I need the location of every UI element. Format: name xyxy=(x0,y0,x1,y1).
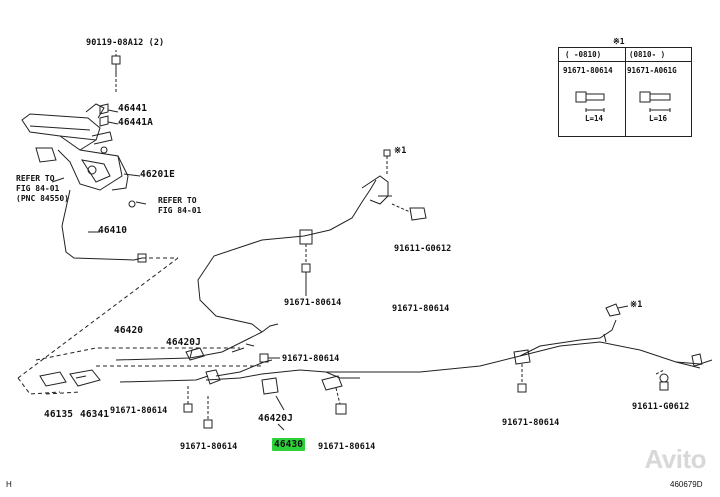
legend-col2-header: (0810- ) xyxy=(629,50,666,59)
legend-col1-header: ( -0810) xyxy=(565,50,602,59)
avito-watermark: Avito xyxy=(644,444,706,474)
part-label-46420: 46420 xyxy=(114,325,144,336)
bolt-legend-table: ( -0810) (0810- ) 91671-80614 91671-A061… xyxy=(558,47,692,137)
reference-note-1: REFER TO FIG 84-01 (PNC 84550) xyxy=(16,174,69,204)
part-label-91611-g0612-a: 91611-G0612 xyxy=(394,244,452,254)
ref1-line1: REFER TO xyxy=(16,174,55,183)
part-label-91671-80614-a: 91671-80614 xyxy=(110,406,168,416)
part-label-46341: 46341 xyxy=(80,409,110,420)
note-mark-2: ※1 xyxy=(630,300,643,310)
legend-col1-part: 91671-80614 xyxy=(563,66,613,75)
legend-col2-part: 91671-A061G xyxy=(627,66,677,75)
part-label-46441a: 46441A xyxy=(118,117,153,128)
note-mark-1: ※1 xyxy=(394,146,407,156)
page-marker: H xyxy=(6,480,12,489)
ref1-line2: FIG 84-01 xyxy=(16,184,60,193)
ref1-line3: (PNC 84550) xyxy=(16,194,69,203)
layout-box xyxy=(17,257,262,395)
legend-col1-length: L=14 xyxy=(585,114,604,123)
figure-number: 460679D xyxy=(670,480,703,489)
part-label-46135: 46135 xyxy=(44,409,74,420)
ref2-line2: FIG 84-01 xyxy=(158,206,202,215)
lever-assembly xyxy=(21,103,129,191)
part-label-91671-80614-f: 91671-80614 xyxy=(502,418,560,428)
legend-col2-length: L=16 xyxy=(649,114,668,123)
part-label-91671-80614-e: 91671-80614 xyxy=(318,442,376,452)
part-label-46410: 46410 xyxy=(98,225,128,236)
part-label-91671-80614-b: 91671-80614 xyxy=(180,442,238,452)
legend-note-mark: ※1 xyxy=(613,37,625,46)
part-label-46430: 46430 xyxy=(272,438,306,451)
bolt-90119 xyxy=(111,50,121,92)
highlighted-part-number: 46430 xyxy=(272,438,306,451)
part-label-90119-08a12: 90119-08A12 (2) xyxy=(86,38,165,48)
reference-note-2: REFER TO FIG 84-01 xyxy=(158,196,201,216)
legend-divider xyxy=(625,48,626,136)
part-label-46420j-right: 46420J xyxy=(258,413,293,424)
part-label-91671-80614-d: 91671-80614 xyxy=(284,298,342,308)
part-label-91671-80614-c: 91671-80614 xyxy=(282,354,340,364)
part-label-46201e: 46201E xyxy=(140,169,175,180)
ref2-line1: REFER TO xyxy=(158,196,197,205)
part-label-46420j-left: 46420J xyxy=(166,337,201,348)
legend-bolts xyxy=(575,91,671,112)
part-label-91611-g0612-b: 91611-G0612 xyxy=(632,402,690,412)
part-label-91671-80614-g: 91671-80614 xyxy=(392,304,450,314)
part-label-46441: 46441 xyxy=(118,103,148,114)
